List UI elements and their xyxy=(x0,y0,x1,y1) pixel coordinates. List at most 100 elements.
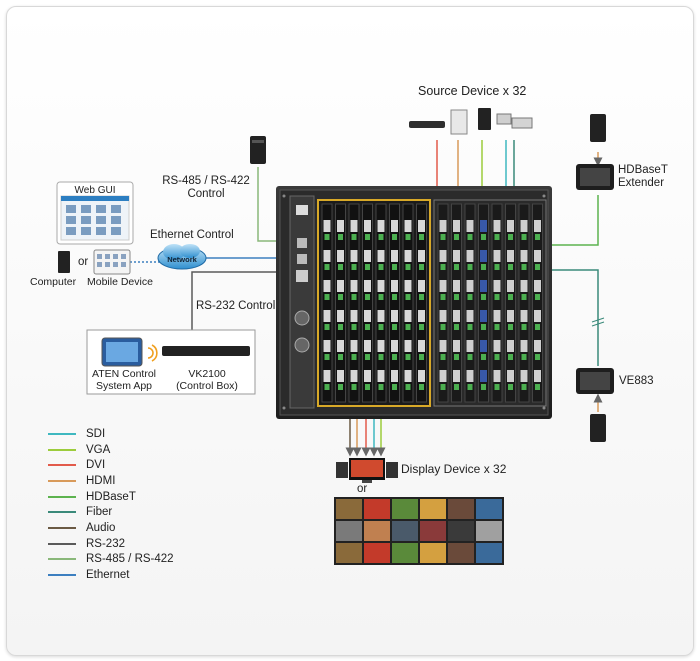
video-wall-tile xyxy=(476,521,502,541)
legend-swatch xyxy=(48,464,76,467)
video-wall-tile xyxy=(392,499,418,519)
output-port xyxy=(323,280,331,292)
input-port xyxy=(520,370,528,382)
input-port xyxy=(493,220,501,232)
output-port xyxy=(364,370,371,382)
output-port xyxy=(364,340,371,352)
input-port xyxy=(466,340,474,352)
output-terminal xyxy=(405,294,411,300)
output-terminal xyxy=(378,324,384,330)
input-port xyxy=(520,220,528,232)
output-port xyxy=(391,370,398,382)
output-port xyxy=(418,220,425,232)
rs232-control-label: RS-232 Control xyxy=(196,300,276,312)
input-terminal xyxy=(467,384,473,390)
output-terminal xyxy=(351,354,357,360)
input-port xyxy=(453,280,460,292)
input-terminal xyxy=(454,354,459,360)
input-port xyxy=(534,310,541,322)
legend-item: HDMI xyxy=(48,473,174,489)
input-port xyxy=(534,220,541,232)
legend-label: SDI xyxy=(86,427,106,440)
output-terminal xyxy=(324,234,330,240)
output-terminal xyxy=(378,354,384,360)
video-wall xyxy=(334,497,504,565)
output-port xyxy=(337,220,344,232)
input-port xyxy=(453,310,460,322)
output-terminal xyxy=(405,324,411,330)
input-port xyxy=(493,250,501,262)
video-wall-tile xyxy=(336,543,362,563)
input-terminal xyxy=(454,294,459,300)
video-wall-tile xyxy=(420,543,446,563)
input-terminal xyxy=(535,354,540,360)
web-gui-tile xyxy=(81,216,91,224)
output-port xyxy=(418,370,425,382)
input-port xyxy=(480,370,487,382)
output-port xyxy=(391,250,398,262)
source-input-lines xyxy=(432,140,519,200)
mobile-tile xyxy=(121,262,126,267)
hdbaset-extender xyxy=(576,114,614,190)
output-port xyxy=(418,310,425,322)
control-box-area xyxy=(86,329,256,395)
input-terminal xyxy=(440,234,446,240)
output-terminal xyxy=(419,264,424,270)
input-port xyxy=(534,250,541,262)
output-terminal xyxy=(338,264,343,270)
input-terminal xyxy=(440,264,446,270)
rs485-label-line1: RS-485 / RS-422 xyxy=(162,175,250,187)
output-card-slot xyxy=(348,203,360,403)
input-terminal xyxy=(521,234,527,240)
mobile-tile xyxy=(97,254,102,259)
or-label-1: or xyxy=(78,256,89,268)
mobile-tile xyxy=(105,254,110,259)
mobile-tile xyxy=(113,254,118,259)
output-port xyxy=(323,220,331,232)
web-gui-tile xyxy=(111,216,121,224)
output-terminal xyxy=(365,354,370,360)
output-terminal xyxy=(378,294,384,300)
output-port xyxy=(350,340,358,352)
output-terminal xyxy=(338,384,343,390)
input-port xyxy=(520,310,528,322)
output-port xyxy=(337,340,344,352)
input-terminal xyxy=(454,324,459,330)
input-terminal xyxy=(454,384,459,390)
output-terminal xyxy=(392,384,397,390)
legend-label: Fiber xyxy=(86,506,113,519)
hdbaset-label-line1: HDBaseT xyxy=(618,164,668,176)
video-wall-tile xyxy=(420,521,446,541)
input-terminal xyxy=(535,264,540,270)
output-terminal xyxy=(324,294,330,300)
web-gui-tile xyxy=(81,227,91,235)
input-terminal xyxy=(521,324,527,330)
output-port xyxy=(323,250,331,262)
output-terminal xyxy=(419,384,424,390)
output-port xyxy=(377,280,385,292)
input-terminal xyxy=(521,354,527,360)
input-terminal xyxy=(481,294,486,300)
input-port xyxy=(466,370,474,382)
video-wall-tile xyxy=(448,499,474,519)
output-port xyxy=(337,370,344,382)
video-wall-tile xyxy=(336,521,362,541)
video-wall-tile xyxy=(476,499,502,519)
output-port xyxy=(391,280,398,292)
output-terminal xyxy=(324,264,330,270)
input-terminal xyxy=(440,294,446,300)
output-terminal xyxy=(365,294,370,300)
input-port xyxy=(439,370,447,382)
input-terminal xyxy=(535,294,540,300)
display-device xyxy=(336,458,398,483)
input-terminal xyxy=(521,264,527,270)
output-port xyxy=(404,280,412,292)
legend-item: Ethernet xyxy=(48,567,174,583)
vk2100-label-line1: VK2100 xyxy=(188,368,226,380)
video-wall-tile xyxy=(364,521,390,541)
output-port xyxy=(323,370,331,382)
video-wall-tile xyxy=(336,499,362,519)
input-terminal xyxy=(508,234,513,240)
video-wall-tile xyxy=(476,543,502,563)
legend-item: HDBaseT xyxy=(48,489,174,505)
